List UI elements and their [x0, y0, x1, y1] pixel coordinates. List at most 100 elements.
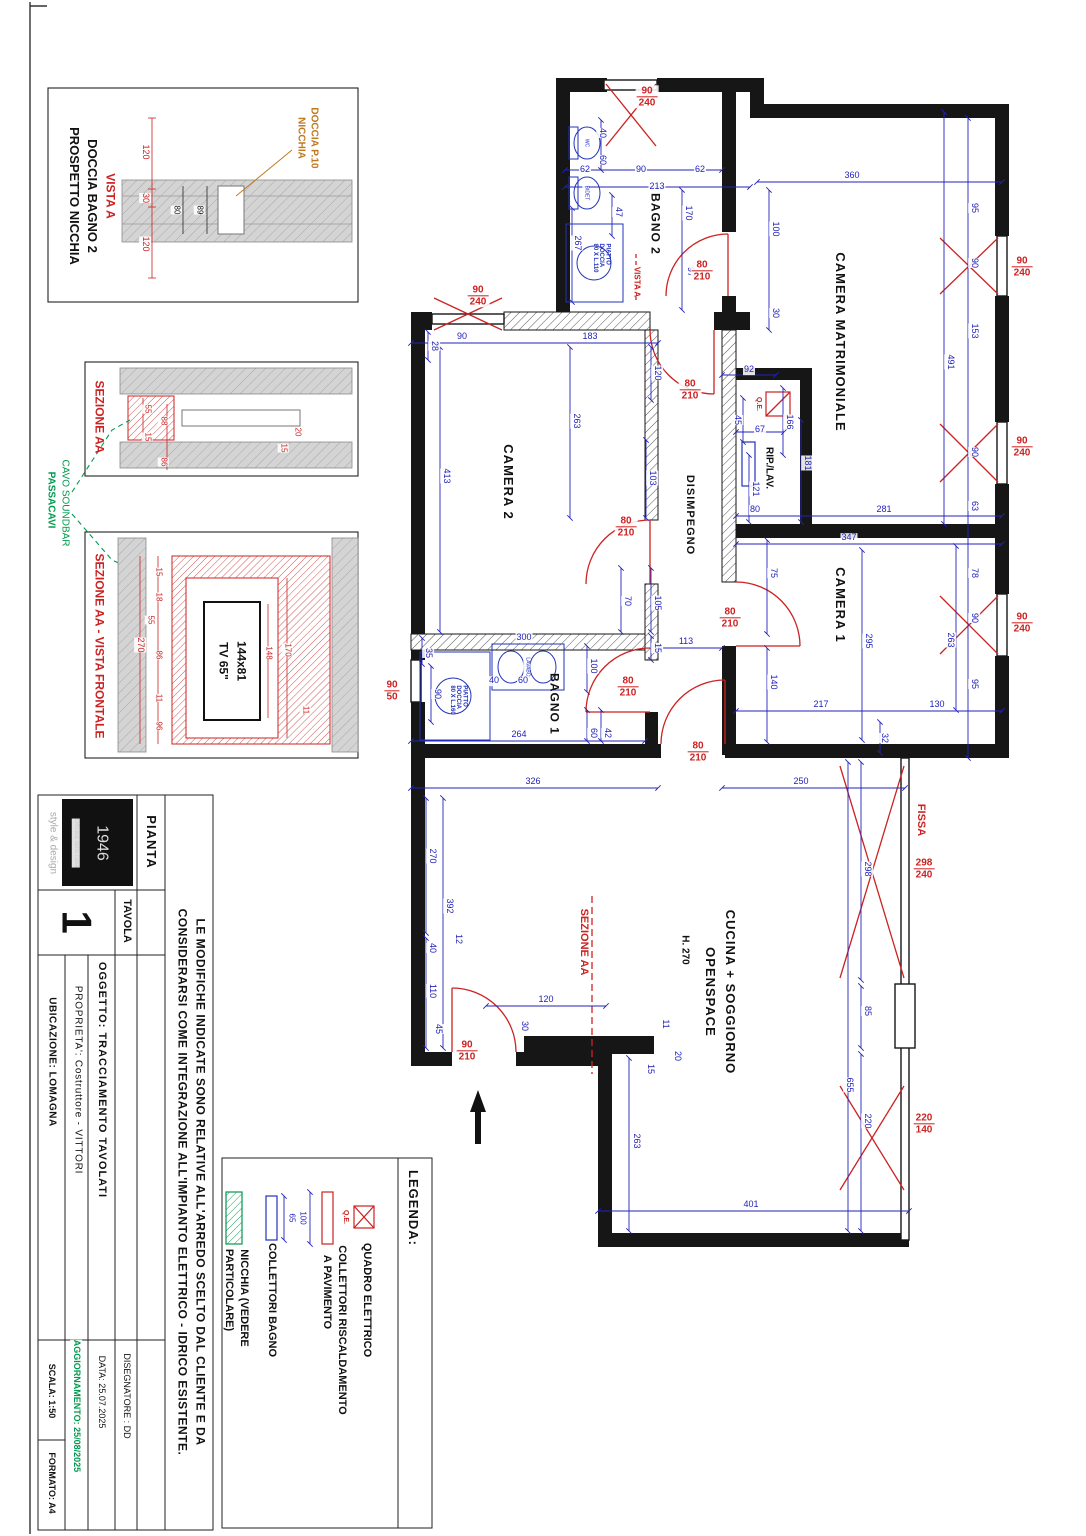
dim: 32: [878, 732, 890, 744]
dim-numerator: 80: [620, 515, 632, 527]
legend-collettori-bagno: COLLETTORI BAGNO: [265, 1242, 278, 1358]
legend-collettori-risc-2: A PAVIMENTO: [320, 1254, 333, 1330]
dim-numerator: 90: [472, 284, 484, 296]
titleblock-aggiornamento: AGGIORNAMENTO: 25/08/2025: [70, 1339, 82, 1473]
titleblock-ubicazione: UBICAZIONE: LOMAGNA: [44, 997, 58, 1127]
dim: 100: [587, 658, 599, 674]
dim: 148: [262, 646, 274, 660]
dim: 100: [769, 221, 781, 237]
dim: 40: [426, 942, 438, 954]
dim: 45: [731, 414, 743, 426]
fissa-label: FISSA: [914, 803, 927, 837]
dim: 12: [452, 933, 464, 945]
titleblock-tavola-number: 1: [53, 910, 101, 934]
dim: 392: [443, 898, 455, 914]
legend-quadro-elettrico: QUADRO ELETTRICO: [360, 1242, 373, 1358]
tv-label: TV 65": [216, 642, 231, 680]
disclaimer-line-1: LE MODIFICHE INDICATE SONO RELATIVE ALL'…: [193, 918, 208, 1446]
sezione-aa-mark: SEZIONE AA: [577, 908, 590, 976]
dim: 413: [440, 468, 452, 484]
brand-style-design: style & design: [45, 811, 59, 875]
dim: 11: [299, 705, 311, 715]
dim-numerator: 90: [1016, 255, 1028, 267]
legend-dim-65: 65: [285, 1213, 297, 1223]
room-camera-2: CAMERA 2: [501, 444, 517, 520]
dim: 30: [769, 307, 781, 319]
prospetto-vista-a: VISTA A: [103, 173, 118, 219]
legend-dim-100: 100: [296, 1211, 308, 1225]
prospetto-title-2: DOCCIA BAGNO 2: [85, 139, 101, 253]
room-openspace-1: OPENSPACE: [703, 947, 719, 1037]
dim-denominator: 210: [617, 686, 639, 699]
legend-qe-mark: Q.E.: [340, 1209, 350, 1225]
dim: 90: [634, 164, 648, 175]
dim: 130: [928, 699, 946, 710]
dim: 295: [862, 633, 874, 649]
dim-denominator: 240: [1011, 622, 1033, 635]
dim: 11: [659, 1019, 671, 1029]
dim: 263: [570, 413, 582, 429]
dim: 40: [487, 675, 501, 686]
dim: 250: [792, 776, 810, 787]
dim: 264: [510, 729, 528, 740]
dim: 120: [139, 144, 151, 160]
brand-officina: Officina della casa: [71, 818, 81, 868]
dim: 67: [753, 424, 767, 435]
dim-numerator: 90: [386, 679, 398, 691]
sezione-aa-title: SEZIONE AA: [92, 380, 107, 454]
room-rip-lav: RIP./LAV.: [761, 446, 775, 490]
titleblock-data: DATA: 25.07.2025: [95, 1355, 107, 1429]
sezione-frontale-title: SEZIONE AA - VISTA FRONTALE: [92, 553, 107, 739]
dim: 220: [861, 1113, 873, 1129]
dim: 35: [422, 647, 434, 659]
titleblock-scala: SCALA: 1:50: [45, 1363, 57, 1419]
dim-numerator: 80: [622, 675, 634, 687]
dim: 90: [968, 257, 980, 269]
dim: 86: [152, 650, 164, 660]
height-label: H. 270: [677, 935, 691, 965]
dim-numerator: 90: [1016, 611, 1028, 623]
dim: 170: [281, 643, 293, 657]
dim: 62: [693, 164, 707, 175]
label-line: 80 X L.160: [448, 685, 455, 715]
dim-numerator: 80: [692, 740, 704, 752]
label-line: DOCCIA: [598, 243, 605, 268]
vista-a-mark: VISTA A: [630, 266, 642, 298]
tv-size-label: 144x81: [234, 640, 249, 682]
room-camera-1: CAMERA 1: [833, 567, 849, 643]
dim-denominator: 240: [1011, 446, 1033, 459]
dim: 267: [571, 235, 583, 251]
dim: 15: [644, 1063, 656, 1075]
dim: 30: [518, 1020, 530, 1032]
dim: 15: [141, 432, 153, 442]
dim: 15: [152, 567, 164, 577]
room-bagno-1: BAGNO 1: [547, 673, 562, 735]
legend-collettori-risc-1: COLLETTORI RISCALDAMENTO: [335, 1245, 348, 1415]
dim: 30: [139, 192, 151, 204]
dim: 95: [968, 678, 980, 690]
dim: 15: [651, 642, 663, 654]
dim: 105: [651, 595, 663, 611]
dim: 60: [587, 727, 599, 739]
prospetto-title-1: PROSPETTO NICCHIA: [67, 127, 83, 265]
dim: 213: [648, 181, 666, 192]
room-camera-matrimoniale: CAMERA MATRIMONIALE: [833, 252, 849, 432]
dim: 153: [968, 323, 980, 339]
nicchia-callout-2: DOCCIA P.10: [306, 107, 320, 169]
dim-numerator: 90: [1016, 435, 1028, 447]
windows: [410, 79, 1008, 1241]
dim: 20: [671, 1050, 683, 1062]
dim: 85: [861, 1005, 873, 1017]
dim: 60: [516, 675, 530, 686]
dim: 63: [968, 500, 980, 512]
dim: 75: [767, 567, 779, 579]
legend-nicchia-1: NICCHIA (VEDERE: [237, 1249, 250, 1347]
dim: 90: [968, 612, 980, 624]
dim: 11: [152, 693, 164, 703]
